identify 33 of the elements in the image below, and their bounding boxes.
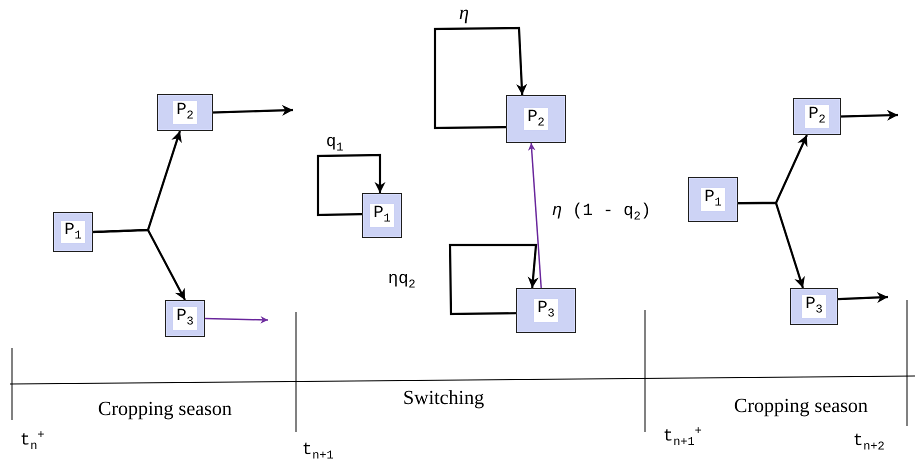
arrow (212, 104, 294, 116)
state-label: P$_{2}$ (173, 101, 197, 124)
state-box (506, 95, 566, 143)
state-box (53, 212, 93, 252)
arrow (738, 202, 805, 288)
state-label: P$_{3}$ (534, 299, 558, 322)
state-box (793, 98, 841, 135)
arrow (204, 316, 268, 324)
arrow (316, 154, 386, 216)
time-label: t$_{n+2}$ (853, 432, 885, 454)
state-label: P$_{2}$ (524, 108, 548, 130)
arrow (448, 244, 539, 316)
state-label: P$_{3}$ (173, 307, 197, 330)
arrow (840, 110, 898, 121)
state-label: P$_{1}$ (701, 188, 725, 211)
arrow (92, 228, 186, 301)
state-box (688, 177, 738, 222)
state-label: P$_{1}$ (61, 220, 85, 244)
arrow (528, 142, 542, 288)
time-label: t$_{n+1}$ (302, 441, 334, 462)
state-box (157, 94, 213, 131)
state-label: P$_{1}$ (370, 204, 394, 227)
state-box (362, 193, 402, 238)
period-label: Cropping season (734, 395, 868, 418)
state-box (165, 300, 205, 337)
state-label: P$_{3}$ (802, 295, 826, 318)
period-label: Cropping season (98, 398, 232, 421)
arrow (434, 26, 528, 130)
state-box (516, 288, 576, 333)
state-box (790, 288, 838, 325)
arrow (838, 292, 888, 303)
state-label: P$_{2}$ (805, 105, 829, 128)
period-label: Switching (403, 387, 484, 410)
